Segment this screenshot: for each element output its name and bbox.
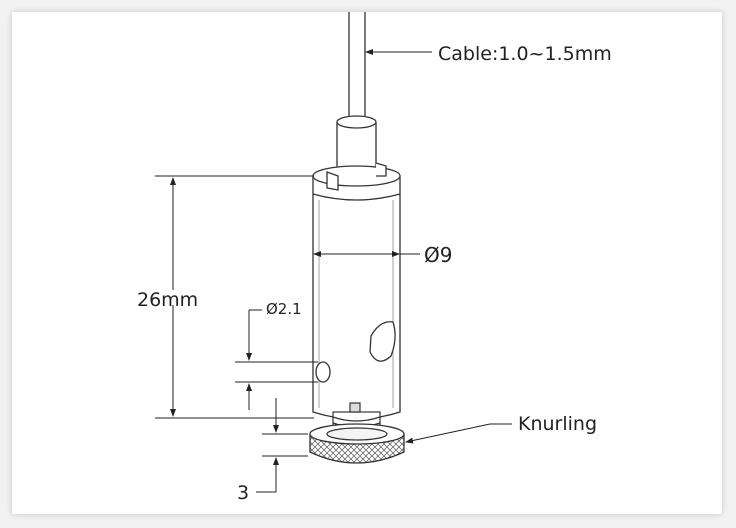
knurling-label: Knurling xyxy=(518,413,597,435)
height-dimension xyxy=(256,398,308,493)
length-dimension xyxy=(155,175,314,419)
top-sleeve xyxy=(336,115,377,177)
hole-dimension xyxy=(235,309,318,410)
hole-label: Ø2.1 xyxy=(266,300,302,318)
side-hole xyxy=(315,321,396,383)
height-label: 3 xyxy=(237,482,249,504)
diameter-label: Ø9 xyxy=(424,243,452,267)
knurling-leader xyxy=(405,423,512,444)
cable-label: Cable:1.0~1.5mm xyxy=(438,43,612,65)
length-label: 26mm xyxy=(137,289,198,311)
knurled-nut xyxy=(309,423,405,464)
cable xyxy=(348,12,366,116)
